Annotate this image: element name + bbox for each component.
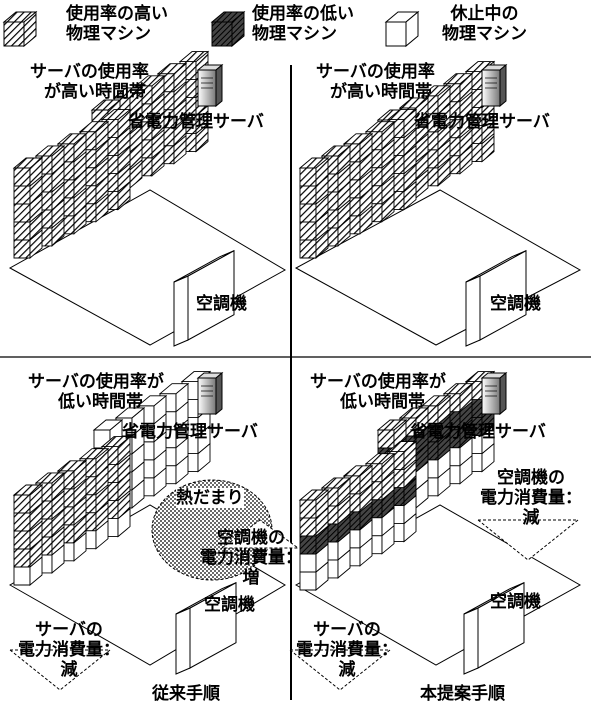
br-time-label: サーバの使用率が 低い時間帯 [310,372,446,412]
legend-low-cube [210,10,246,48]
br-aircon-label: 空調機 [490,592,541,612]
tr-front-rack [298,157,330,259]
tl-manager-label: 省電力管理サーバ [128,112,264,132]
br-server-power-arrow [288,649,392,691]
bl-heat-label: 熱だまり [176,488,244,508]
tl-front-rack [12,157,44,259]
br-server-power-label: サーバの 電力消費量： 減 [296,620,398,680]
bl-aircon-power-arrow [220,519,300,549]
tl-back-rack [134,74,166,177]
tr-time-label: サーバの使用率 が高い時間帯 [316,62,435,102]
tl-aircon-label: 空調機 [196,294,247,314]
legend-idle-label: 休止中の物理マシン [442,4,527,44]
br-aircon-power-label: 空調機の 電力消費量： 減 [480,468,582,528]
br-caption: 本提案手順 [420,684,505,704]
tl-time-label: サーバの使用率 が高い時間帯 [30,62,149,102]
bl-time-label: サーバの使用率が 低い時間帯 [28,372,164,412]
br-manager-server-icon [480,371,508,416]
bl-manager-server-icon [196,371,224,416]
legend-low-label: 使用率の低い物理マシン [252,4,354,44]
bl-front-rack [12,484,44,586]
br-front-rack [298,489,330,591]
bl-aircon-label: 空調機 [204,595,255,615]
tr-aircon-unit [465,249,527,347]
tl-aircon-unit [173,249,235,347]
bl-server-power-arrow [8,649,112,691]
bl-server-power-label: サーバの 電力消費量： 減 [18,620,120,680]
bl-aircon-power-label: 空調機の 電力消費量： 増 [200,528,302,588]
legend-high-label: 使用率の高い物理マシン [66,4,168,44]
br-aircon-unit [463,581,525,675]
br-manager-label: 省電力管理サーバ [410,422,546,442]
tl-manager-server-icon [196,63,224,108]
legend-idle-cube [384,10,420,48]
tr-manager-server-icon [480,63,508,108]
tr-manager-label: 省電力管理サーバ [414,112,550,132]
tr-aircon-label: 空調機 [490,294,541,314]
legend-high-cube [2,10,38,48]
tr-floor [294,189,582,346]
bl-caption: 従来手順 [152,684,220,704]
bl-aircon-unit [175,581,237,675]
br-aircon-power-arrow [476,519,580,561]
bl-manager-label: 省電力管理サーバ [122,422,258,442]
rack-layer [12,50,527,675]
